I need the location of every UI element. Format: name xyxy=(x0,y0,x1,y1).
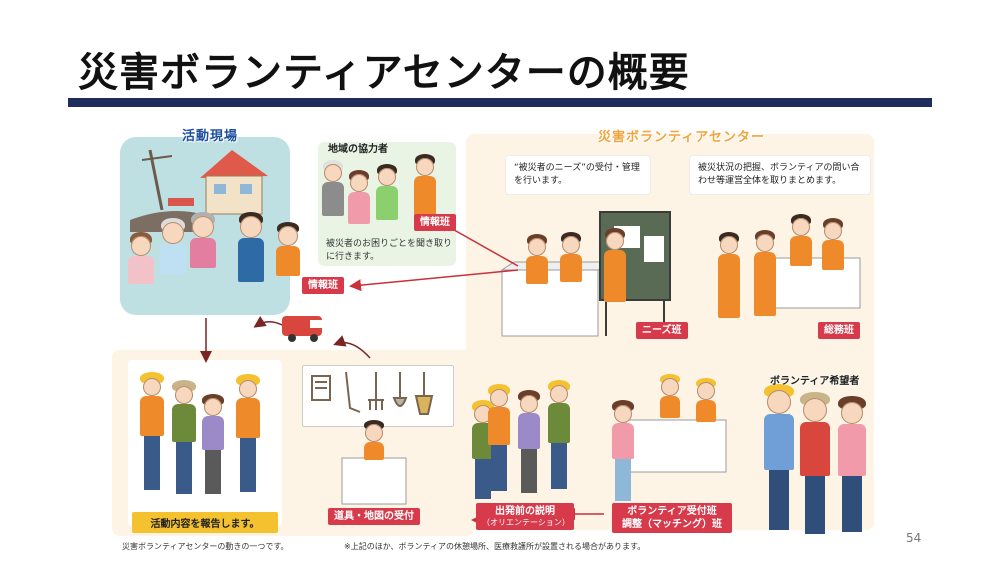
activity-site-title: 活動現場 xyxy=(182,129,239,144)
arrow-truck-to-site xyxy=(253,316,283,328)
title-underline xyxy=(68,98,932,107)
arrow-center-to-info xyxy=(349,269,519,292)
general-affairs-team-label: 総務班 xyxy=(818,322,860,339)
page-number: 54 xyxy=(906,531,922,545)
local-helpers-title: 地域の協力者 xyxy=(328,144,388,155)
orientation-subtext: （オリエンテーション） xyxy=(482,518,570,527)
tools-icon xyxy=(311,371,434,415)
info-team-label-site: 情報班 xyxy=(302,277,344,294)
page-title: 災害ボランティアセンターの概要 xyxy=(78,50,690,96)
volunteer-applicants-title: ボランティア希望者 xyxy=(770,376,860,387)
footnote-left: 災害ボランティアセンターの動きの一つです。 xyxy=(122,542,289,551)
helpers-note: 被災者のお困りごとを聞き取りに行きます。 xyxy=(326,239,453,262)
reception-team-label: ボランティア受付班 調整（マッチング）班 xyxy=(612,503,732,533)
info-team-label-helpers: 情報班 xyxy=(414,214,456,231)
general-affairs-speech-bubble: 被災状況の把握、ボランティアの問い合わせ等運営全体を取りまとめます。 xyxy=(690,156,870,194)
arrow-tools-to-truck xyxy=(333,335,371,359)
tools-reception-label: 道具・地図の受付 xyxy=(328,508,420,525)
report-activity-label: 活動内容を報告します。 xyxy=(132,512,278,533)
truck-icon xyxy=(282,316,322,342)
needs-speech-bubble: “被災者のニーズ”の受付・管理を行います。 xyxy=(506,156,650,194)
volunteer-center-title: 災害ボランティアセンター xyxy=(598,130,765,145)
matching-team-text: 調整（マッチング）班 xyxy=(622,519,722,530)
reception-team-text: ボランティア受付班 xyxy=(627,506,717,517)
orientation-label: 出発前の説明 （オリエンテーション） xyxy=(476,503,574,530)
damaged-house-icon xyxy=(130,149,268,232)
needs-team-label: ニーズ班 xyxy=(636,322,688,339)
footnote-right: ※上記のほか、ボランティアの休憩場所、医療救護所が設置される場合があります。 xyxy=(344,542,646,551)
orientation-text: 出発前の説明 xyxy=(495,506,555,517)
